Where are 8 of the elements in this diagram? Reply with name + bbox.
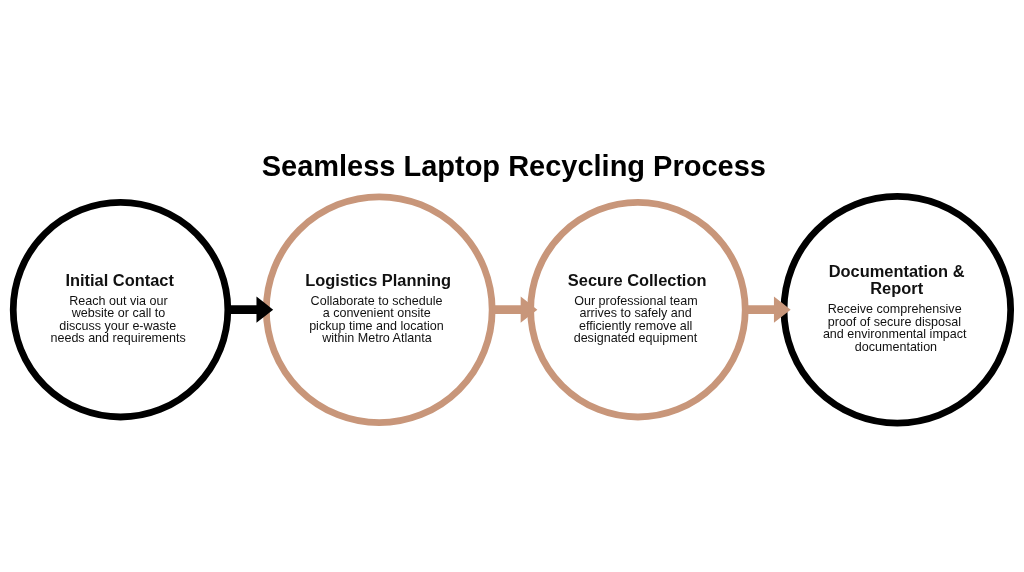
node-circle: Initial Contact Reach out via our website or call to discuss your e-waste needs and requirements	[9, 198, 232, 420]
arrow	[492, 296, 538, 323]
diagram-title: Seamless Laptop Recycling Process	[261, 149, 766, 182]
node-circle: Documentation & Report Receive comprehensive proof of secure disposal and environmental impact documentation	[780, 192, 1015, 426]
arrow	[228, 296, 274, 323]
node-circle: Secure Collection Our professional team arrives to safely and efficiently remove all designated equipment	[527, 198, 749, 420]
node-circle: Logistics Planning Collaborate to schedule a convenient onsite pickup time and location within Metro Atlanta	[262, 192, 496, 426]
arrow	[745, 296, 791, 323]
